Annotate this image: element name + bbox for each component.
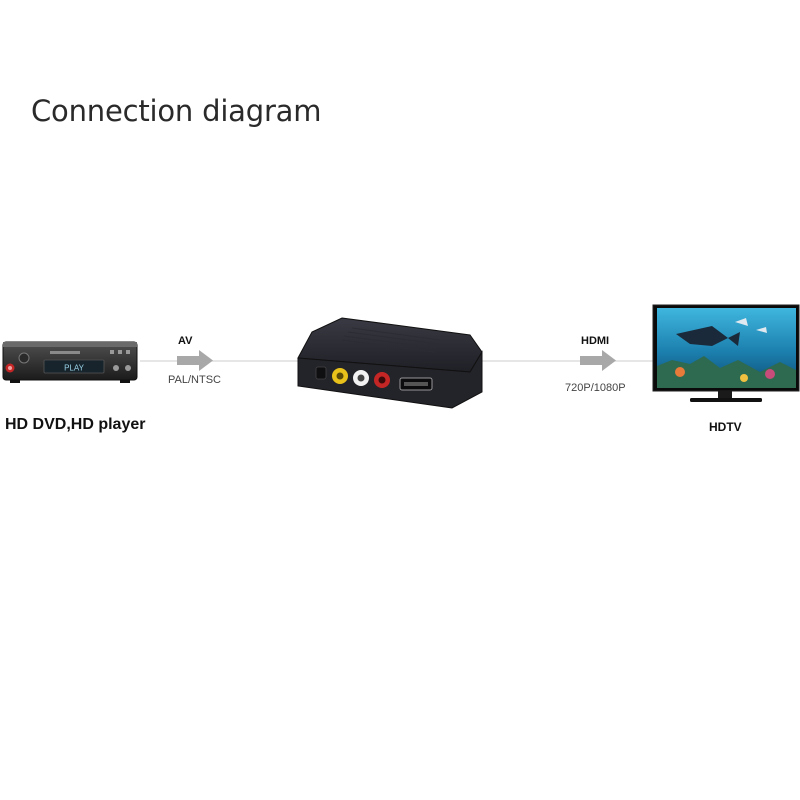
- output-format-label: 720P/1080P: [565, 382, 626, 394]
- dvd-display-text: PLAY: [64, 364, 85, 373]
- source-device-label: HD DVD,HD player: [5, 416, 146, 433]
- input-signal-label: AV: [178, 335, 193, 347]
- dvd-player-icon: PLAY: [2, 341, 138, 383]
- input-arrow-icon: [177, 350, 213, 371]
- diagram-title: Connection diagram: [31, 94, 322, 128]
- output-arrow-icon: [580, 350, 616, 371]
- output-signal-label: HDMI: [581, 335, 610, 347]
- hdtv-icon: [652, 304, 800, 402]
- output-device-label: HDTV: [709, 420, 742, 434]
- av-to-hdmi-converter-icon: [297, 317, 483, 409]
- input-format-label: PAL/NTSC: [168, 374, 221, 386]
